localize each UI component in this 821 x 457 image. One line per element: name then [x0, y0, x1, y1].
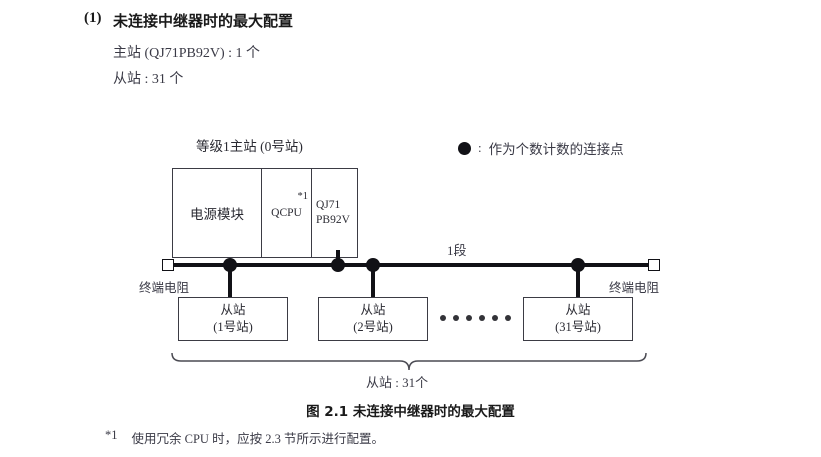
bus-trunk-line [174, 263, 650, 267]
master-station-caption: 等级1主站 (0号站) [196, 139, 303, 154]
heading-number: (1) [84, 10, 102, 26]
bus-node-master [331, 258, 345, 272]
cpu-footnote-marker: *1 [297, 191, 309, 202]
legend-label: 作为个数计数的连接点 [488, 142, 624, 157]
slave-1-label-line1: 从站 [220, 302, 246, 317]
ellipsis-dots-icon [440, 315, 511, 321]
ellipsis-dot [492, 315, 498, 321]
footnote-marker: *1 [105, 428, 118, 442]
slave-station-2: 从站 (2号站) [318, 297, 428, 341]
legend: : 作为个数计数的连接点 [458, 138, 624, 158]
segment-label: 1段 [447, 243, 467, 258]
ellipsis-dot [440, 315, 446, 321]
footnote-text: 使用冗余 CPU 时，应按 2.3 节所示进行配置。 [131, 432, 384, 446]
slave-2-label-line1: 从站 [360, 302, 386, 317]
terminating-resistor-right-icon [648, 259, 660, 271]
slave-31-label-line2: (31号站) [555, 320, 601, 334]
filled-circle-icon [458, 141, 471, 155]
figure-caption: 图 2.1 未连接中继器时的最大配置 [306, 404, 515, 420]
master-station-module: 电源模块 *1 QCPU QJ71 PB92V [172, 168, 358, 258]
terminating-resistor-left-label: 终端电阻 [139, 281, 190, 295]
slave-count-brace [171, 352, 647, 371]
ellipsis-dot [466, 315, 472, 321]
slave-count-label: 从站 : 31个 [366, 375, 429, 390]
ellipsis-dot [505, 315, 511, 321]
slave-1-drop-line [228, 264, 232, 298]
slave-31-label-line1: 从站 [565, 302, 591, 317]
footnote: *1 使用冗余 CPU 时，应按 2.3 节所示进行配置。 [105, 428, 384, 447]
slave-2-drop-line [371, 264, 375, 298]
module-cell-network-card: QJ71 PB92V [312, 169, 357, 257]
slave-2-label-line2: (2号站) [353, 320, 393, 334]
module-cell-cpu: *1 QCPU [262, 169, 312, 257]
legend-separator: : [478, 140, 482, 155]
ellipsis-dot [479, 315, 485, 321]
spec-slave-count: 从站 : 31 个 [113, 72, 184, 87]
slave-station-31: 从站 (31号站) [523, 297, 633, 341]
module-cell-power-supply: 电源模块 [173, 169, 262, 257]
terminating-resistor-right-label: 终端电阻 [609, 281, 660, 295]
slave-station-1: 从站 (1号站) [178, 297, 288, 341]
cpu-label: QCPU [271, 207, 302, 219]
ellipsis-dot [453, 315, 459, 321]
slave-31-drop-line [576, 264, 580, 298]
network-card-label-line1: QJ71 [316, 198, 341, 211]
terminating-resistor-left-icon [162, 259, 174, 271]
network-card-label-line2: PB92V [316, 214, 350, 226]
page-title: 未连接中继器时的最大配置 [113, 12, 294, 30]
spec-master-count: 主站 (QJ71PB92V) : 1 个 [113, 46, 261, 61]
slave-1-label-line2: (1号站) [213, 320, 253, 334]
power-supply-label: 电源模块 [190, 207, 244, 222]
